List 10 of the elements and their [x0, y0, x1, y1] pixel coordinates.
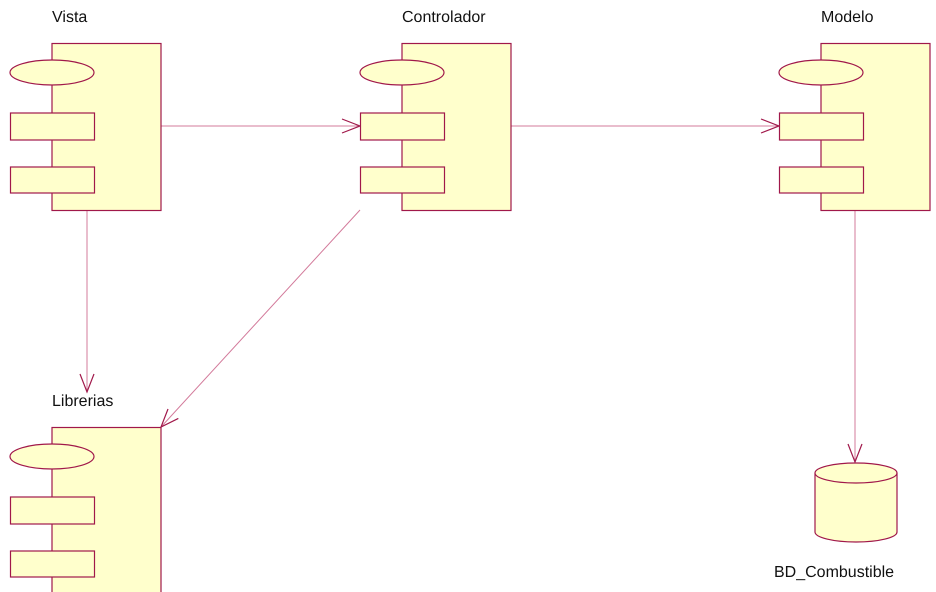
database-label: BD_Combustible — [774, 564, 894, 582]
dependency-arrow — [847, 210, 863, 463]
dependency-arrow — [510, 118, 780, 134]
dependency-arrow — [79, 210, 95, 393]
component-label: Controlador — [402, 9, 486, 27]
dependency-arrow — [160, 210, 360, 428]
dependency-arrow — [160, 118, 361, 134]
component-label: Librerias — [52, 393, 114, 411]
component-label: Modelo — [821, 9, 874, 27]
component-label: Vista — [52, 9, 88, 27]
